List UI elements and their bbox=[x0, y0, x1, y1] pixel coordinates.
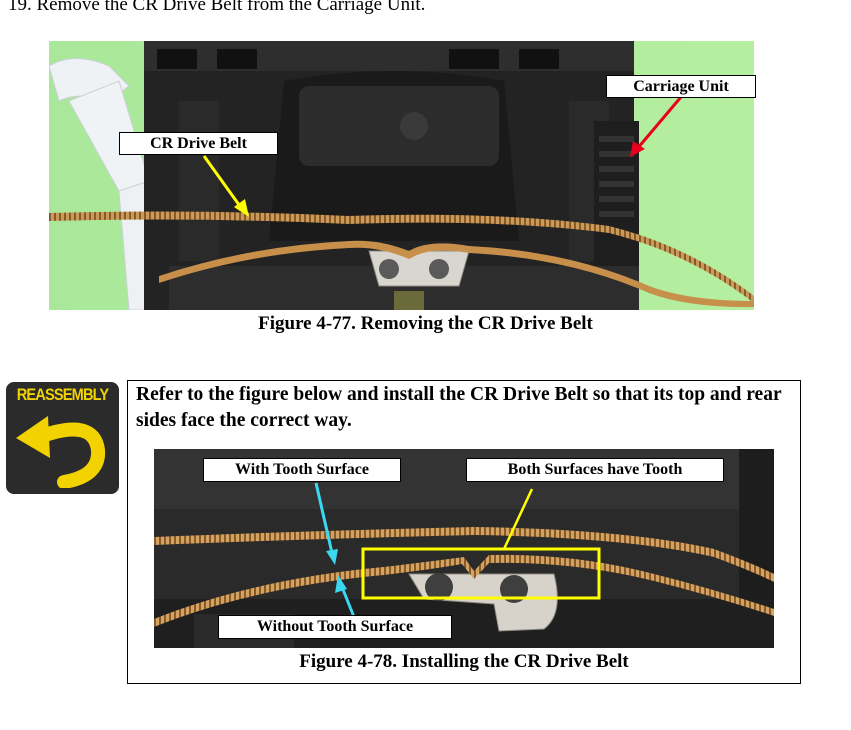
reassembly-note-box bbox=[127, 380, 801, 684]
figure-caption: Figure 4-78. Installing the CR Drive Bel… bbox=[299, 651, 629, 672]
callout-without-tooth-surface: Without Tooth Surface bbox=[218, 615, 452, 639]
return-arrow-icon bbox=[16, 416, 106, 488]
reassembly-badge: REASSEMBLY bbox=[6, 382, 119, 494]
step-instruction: 19. Remove the CR Drive Belt from the Ca… bbox=[8, 0, 426, 15]
callout-with-tooth-surface: With Tooth Surface bbox=[203, 458, 401, 482]
callout-carriage-unit: Carriage Unit bbox=[606, 75, 756, 98]
callout-both-surfaces-tooth: Both Surfaces have Tooth bbox=[466, 458, 724, 482]
reassembly-note: Refer to the figure below and install th… bbox=[136, 384, 782, 431]
reassembly-label: REASSEMBLY bbox=[16, 385, 109, 404]
figure-caption: Figure 4-77. Removing the CR Drive Belt bbox=[258, 313, 593, 334]
callout-cr-drive-belt: CR Drive Belt bbox=[119, 132, 278, 155]
